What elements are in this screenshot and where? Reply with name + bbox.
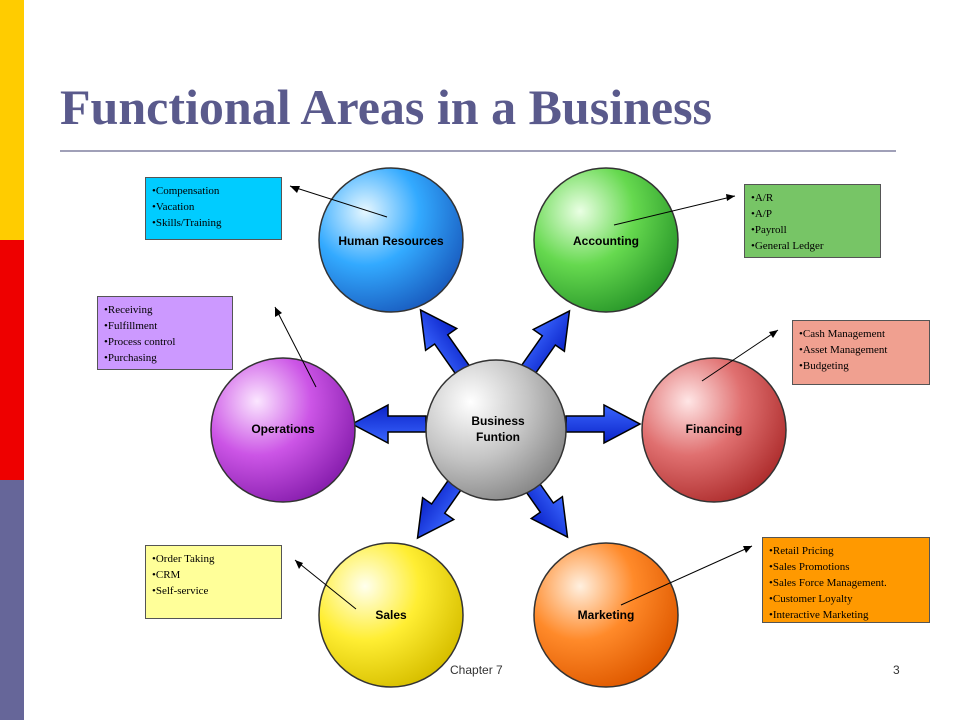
connector-arrowhead-financing [769, 330, 778, 338]
list-item: Retail Pricing [769, 543, 923, 559]
arrow-to-operations [350, 403, 427, 445]
box-human-resources: Compensation Vacation Skills/Training [145, 177, 282, 240]
accent-bar-yellow [0, 0, 24, 240]
title-underline [60, 150, 896, 152]
node-label-human-resources: Human Resources [338, 234, 444, 248]
node-accounting: Accounting [533, 167, 679, 313]
page-number: 3 [893, 663, 900, 677]
list-item: General Ledger [751, 238, 874, 254]
box-marketing: Retail Pricing Sales Promotions Sales Fo… [762, 537, 930, 623]
connector-financing [701, 329, 779, 382]
connector-human-resources [289, 185, 388, 218]
connector-accounting [613, 195, 736, 226]
box-accounting: A/R A/P Payroll General Ledger [744, 184, 881, 258]
list-item: Interactive Marketing [769, 607, 923, 623]
connector-marketing [620, 545, 753, 606]
list-item: Compensation [152, 183, 275, 199]
center-label-line2: Funtion [476, 430, 520, 444]
node-label-marketing: Marketing [578, 608, 635, 622]
arrow-to-financing [565, 403, 642, 445]
connector-arrowhead-accounting [726, 194, 735, 201]
list-item: A/P [751, 206, 874, 222]
list-item: Customer Loyalty [769, 591, 923, 607]
list-item: Receiving [104, 302, 226, 318]
list-item: Order Taking [152, 551, 275, 567]
footer-chapter: Chapter 7 [450, 663, 503, 677]
list-item: Vacation [152, 199, 275, 215]
node-operations: Operations [210, 357, 356, 503]
node-label-accounting: Accounting [573, 234, 639, 248]
list-item: Self-service [152, 583, 275, 599]
node-label-financing: Financing [686, 422, 743, 436]
list-item: Purchasing [104, 350, 226, 366]
accent-bar-red [0, 240, 24, 480]
list-item: Payroll [751, 222, 874, 238]
list-item: CRM [152, 567, 275, 583]
box-financing: Cash Management Asset Management Budgeti… [792, 320, 930, 385]
box-operations: Receiving Fulfillment Process control Pu… [97, 296, 233, 370]
connector-operations [274, 306, 317, 388]
connector-arrowhead-marketing [743, 546, 752, 553]
center-node: Business Funtion [425, 359, 567, 501]
node-label-sales: Sales [375, 608, 407, 622]
center-label-line1: Business [471, 414, 525, 428]
list-item: Budgeting [799, 358, 923, 374]
connector-arrowhead-human-resources [290, 186, 300, 193]
connector-arrowhead-sales [295, 560, 303, 569]
list-item: Asset Management [799, 342, 923, 358]
node-label-operations: Operations [251, 422, 315, 436]
list-item: Sales Force Management. [769, 575, 923, 591]
node-marketing: Marketing [533, 542, 679, 688]
connector-arrowhead-operations [275, 307, 282, 317]
list-item: Fulfillment [104, 318, 226, 334]
list-item: Skills/Training [152, 215, 275, 231]
node-sales: Sales [318, 542, 464, 688]
accent-bar-purple [0, 480, 24, 720]
node-human-resources: Human Resources [318, 167, 464, 313]
list-item: Cash Management [799, 326, 923, 342]
list-item: Process control [104, 334, 226, 350]
slide-title: Functional Areas in a Business [60, 79, 713, 135]
node-financing: Financing [641, 357, 787, 503]
box-sales: Order Taking CRM Self-service [145, 545, 282, 619]
list-item: A/R [751, 190, 874, 206]
connector-sales [294, 559, 357, 610]
list-item: Sales Promotions [769, 559, 923, 575]
